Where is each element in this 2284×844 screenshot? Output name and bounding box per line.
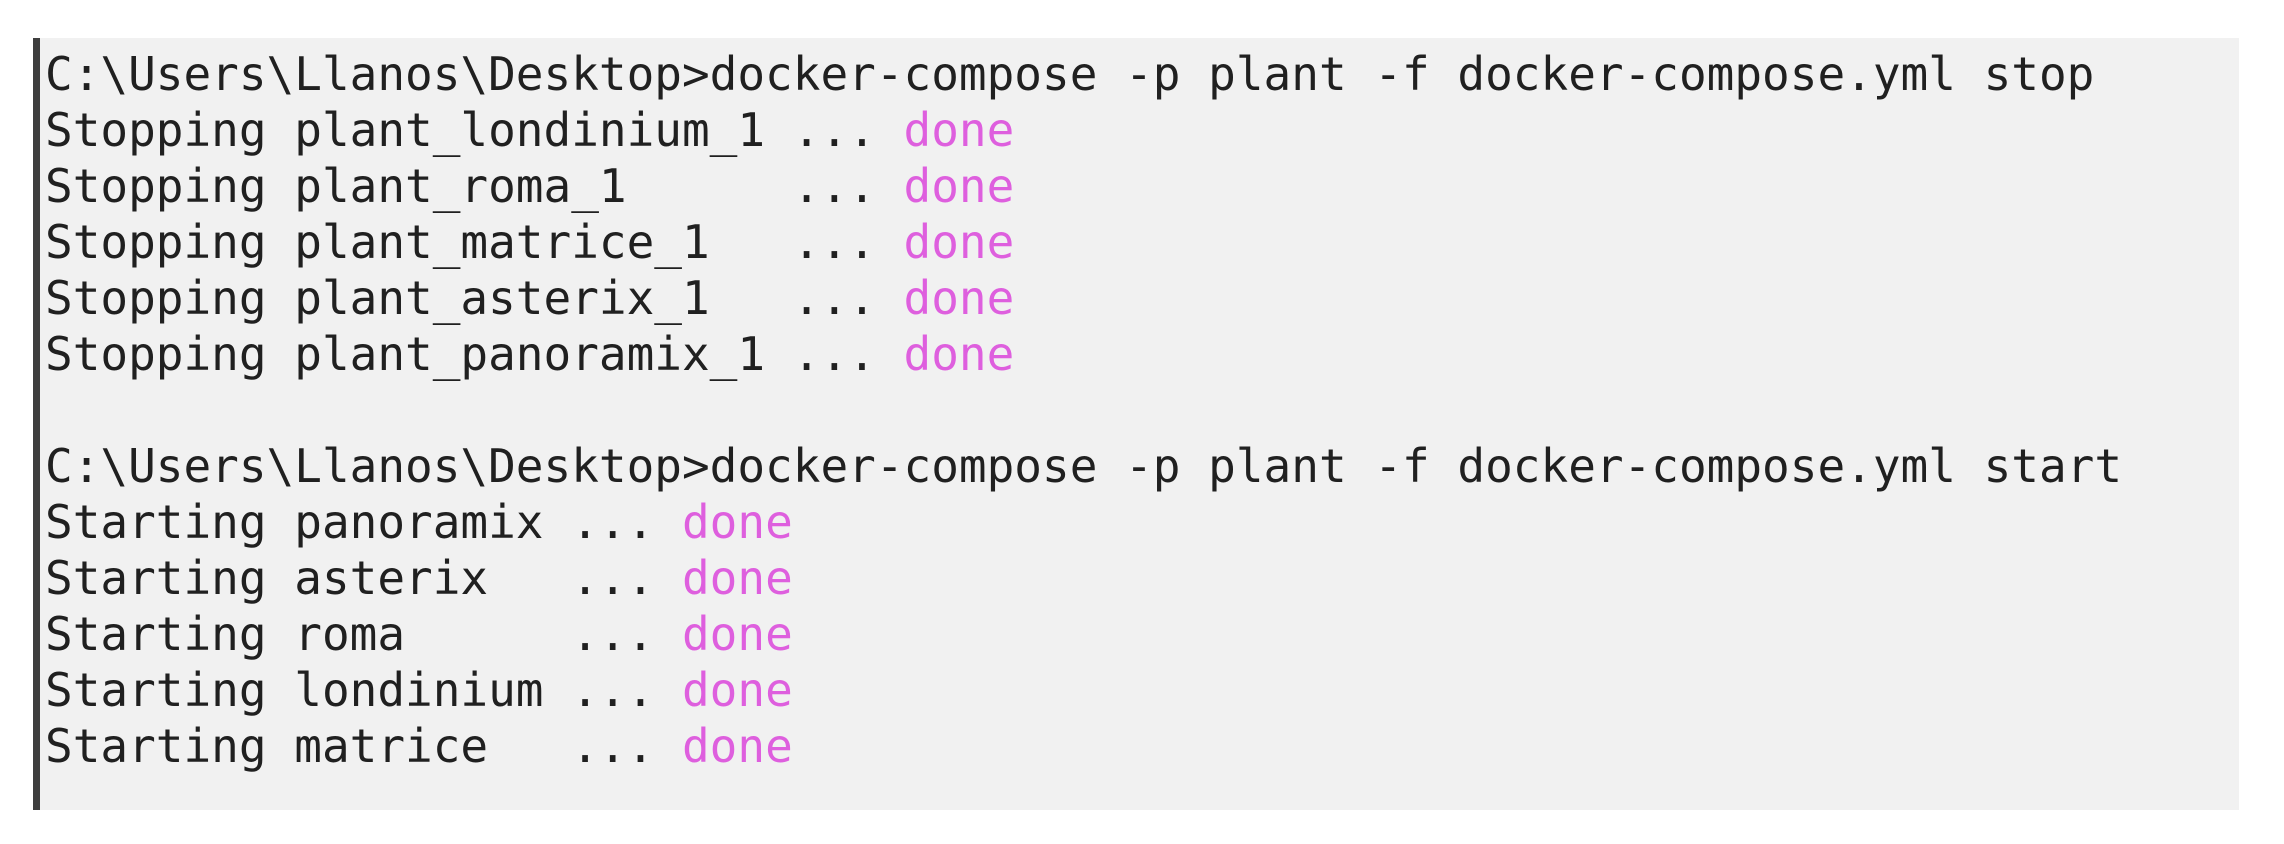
done-status: done bbox=[681, 551, 793, 605]
done-status: done bbox=[903, 159, 1015, 213]
command-text: C:\Users\Llanos\Desktop>docker-compose -… bbox=[45, 439, 2123, 493]
output-text: Starting asterix ... bbox=[45, 551, 682, 605]
output-line: Stopping plant_londinium_1 ... done bbox=[45, 102, 2239, 158]
output-line: Starting matrice ... done bbox=[45, 718, 2239, 774]
done-status: done bbox=[681, 495, 793, 549]
command-text: C:\Users\Llanos\Desktop>docker-compose -… bbox=[45, 47, 2095, 101]
output-text: Stopping plant_panoramix_1 ... bbox=[45, 327, 904, 381]
output-line: Starting roma ... done bbox=[45, 606, 2239, 662]
output-line: Starting londinium ... done bbox=[45, 662, 2239, 718]
output-line: Stopping plant_asterix_1 ... done bbox=[45, 270, 2239, 326]
output-text: Stopping plant_matrice_1 ... bbox=[45, 215, 904, 269]
output-text: Starting roma ... bbox=[45, 607, 682, 661]
output-line: Stopping plant_panoramix_1 ... done bbox=[45, 326, 2239, 382]
output-text: Stopping plant_asterix_1 ... bbox=[45, 271, 904, 325]
blank-line bbox=[45, 382, 2239, 438]
output-line: Stopping plant_matrice_1 ... done bbox=[45, 214, 2239, 270]
done-status: done bbox=[903, 271, 1015, 325]
output-text: Starting matrice ... bbox=[45, 719, 682, 773]
done-status: done bbox=[681, 607, 793, 661]
output-text: Starting panoramix ... bbox=[45, 495, 682, 549]
output-line: Starting panoramix ... done bbox=[45, 494, 2239, 550]
output-text: Starting londinium ... bbox=[45, 663, 682, 717]
output-line: Stopping plant_roma_1 ... done bbox=[45, 158, 2239, 214]
terminal-window[interactable]: C:\Users\Llanos\Desktop>docker-compose -… bbox=[33, 38, 2239, 810]
output-line: Starting asterix ... done bbox=[45, 550, 2239, 606]
done-status: done bbox=[681, 663, 793, 717]
done-status: done bbox=[903, 103, 1015, 157]
done-status: done bbox=[903, 215, 1015, 269]
done-status: done bbox=[681, 719, 793, 773]
command-line: C:\Users\Llanos\Desktop>docker-compose -… bbox=[45, 46, 2239, 102]
output-text: Stopping plant_roma_1 ... bbox=[45, 159, 904, 213]
output-text: Stopping plant_londinium_1 ... bbox=[45, 103, 904, 157]
done-status: done bbox=[903, 327, 1015, 381]
command-line: C:\Users\Llanos\Desktop>docker-compose -… bbox=[45, 438, 2239, 494]
